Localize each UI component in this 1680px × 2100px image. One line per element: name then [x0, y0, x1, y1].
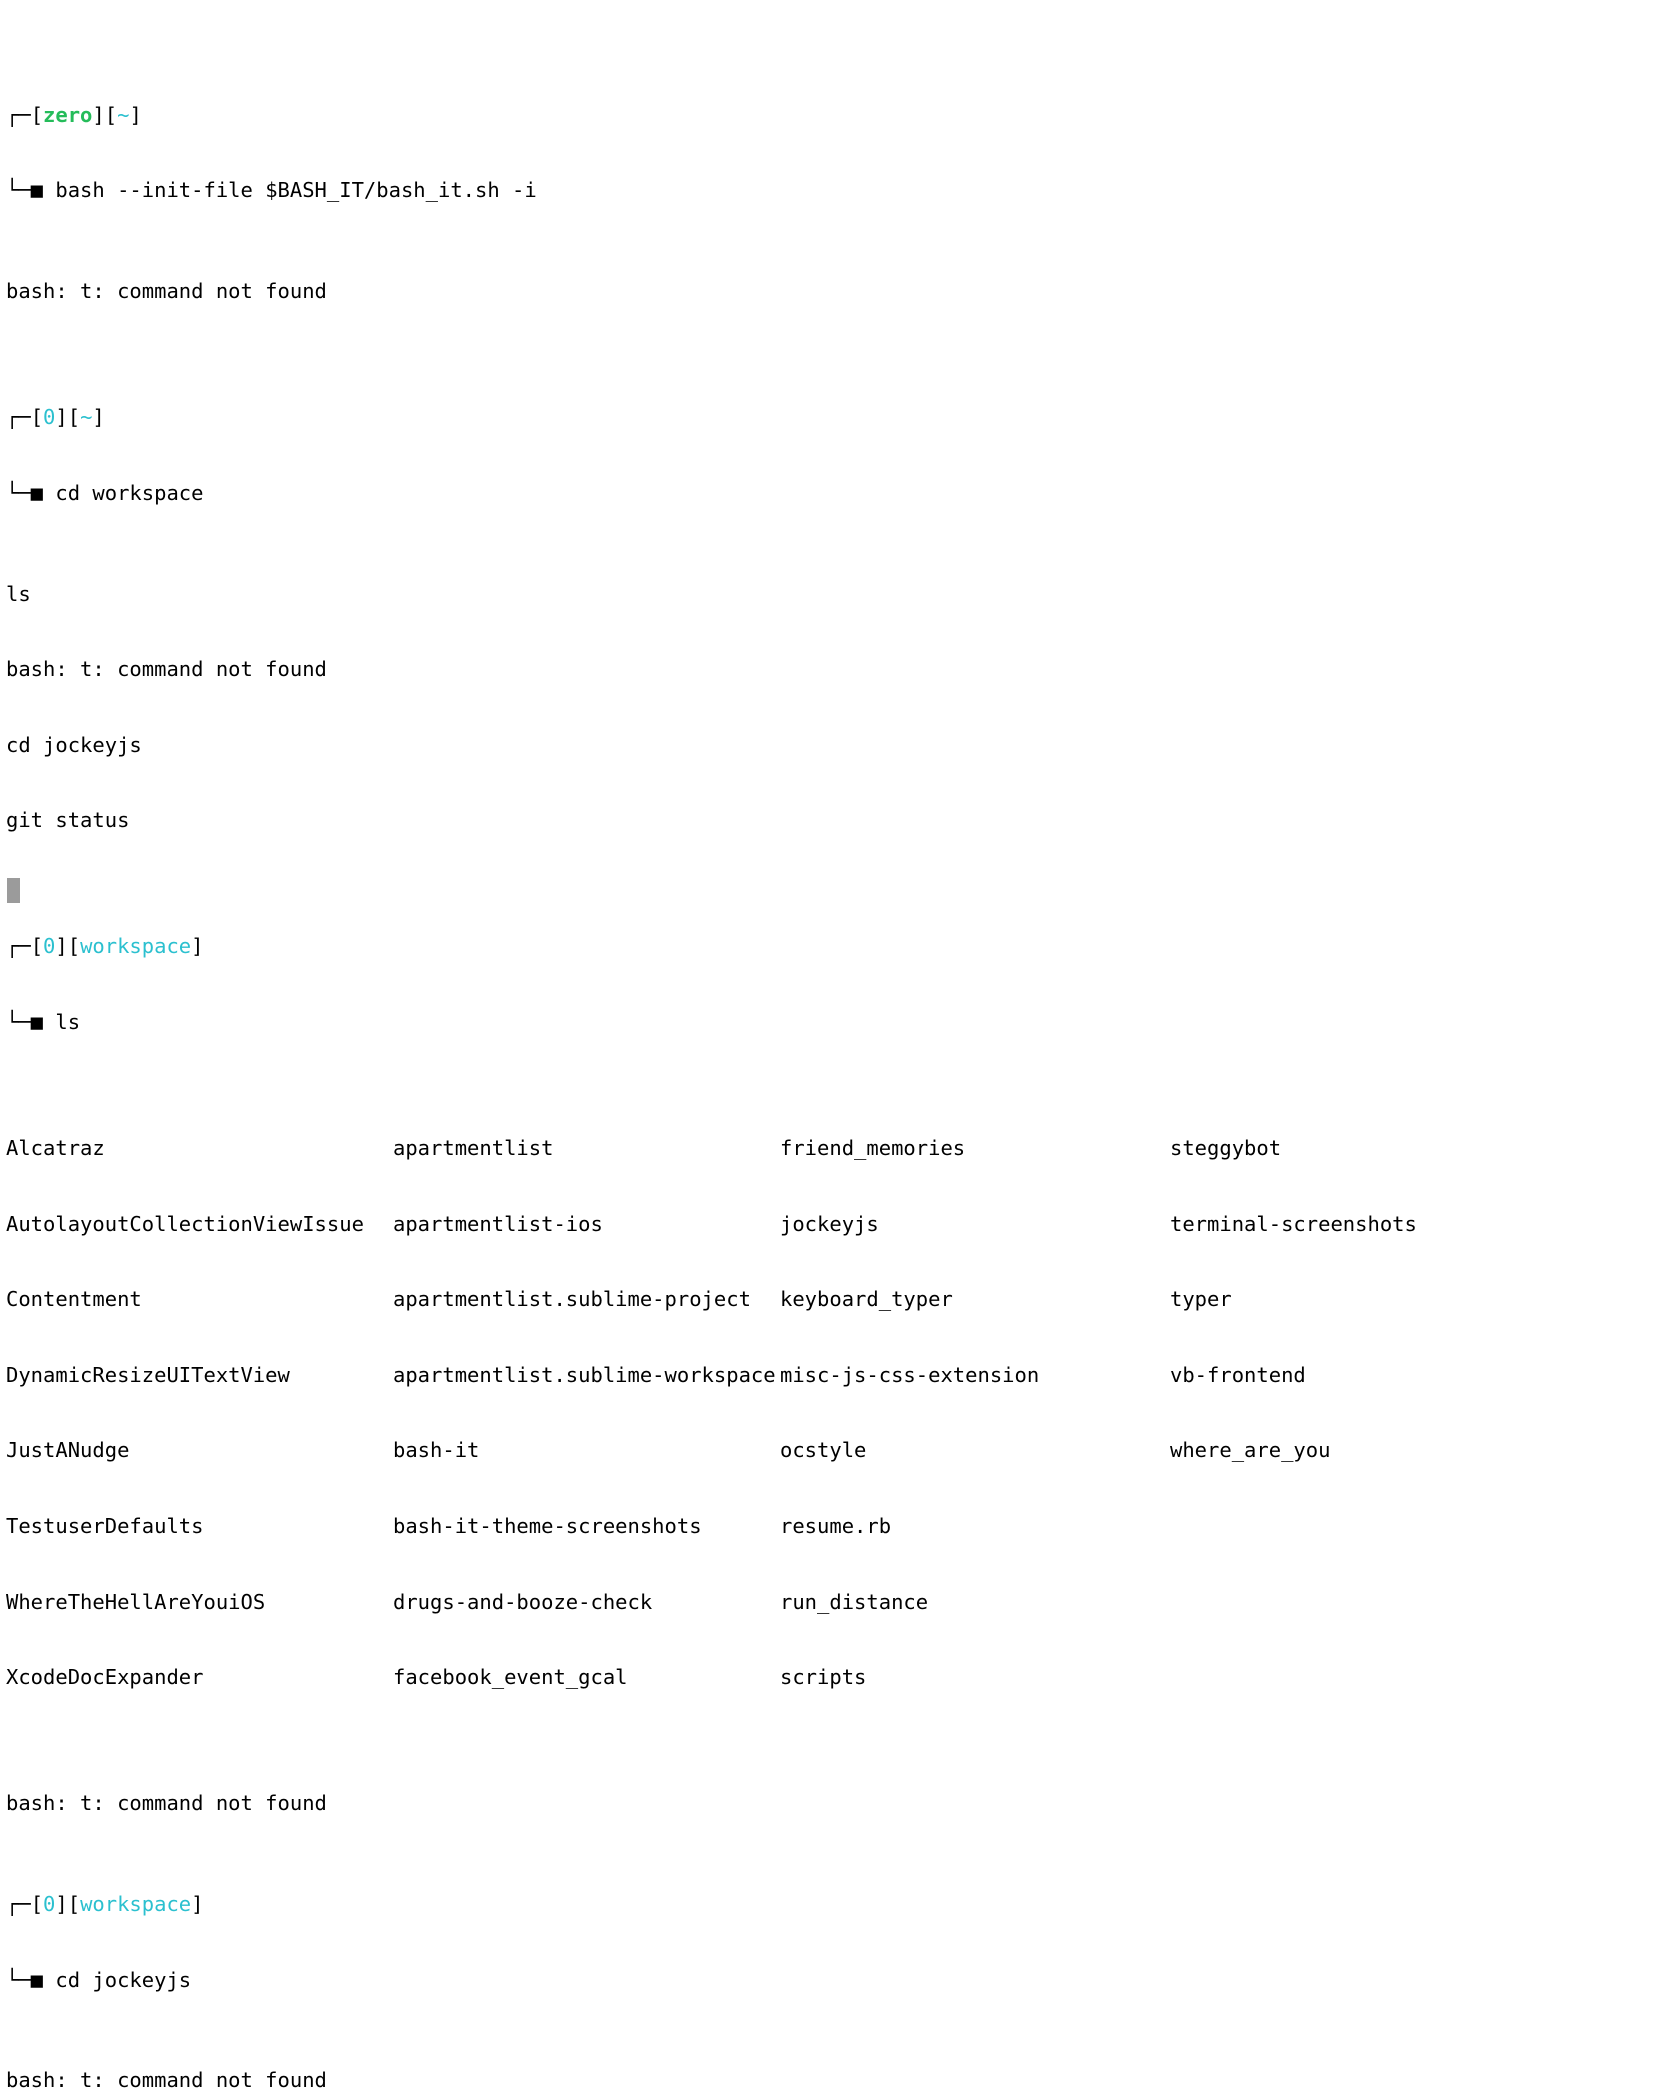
ls-entry[interactable]: keyboard_typer	[780, 1287, 953, 1312]
ls-entry[interactable]: Alcatraz	[6, 1135, 105, 1160]
prompt-corner-icon: ┌─	[6, 1891, 31, 1916]
ls-row: Alcatraz apartmentlist friend_memories steg…	[6, 1136, 1680, 1161]
output-line: ls	[6, 582, 1680, 607]
bracket: ]	[191, 1891, 204, 1916]
ls-entry[interactable]: apartmentlist	[393, 1135, 554, 1160]
output-line: bash: t: command not found	[6, 1791, 1680, 1816]
output-text: bash: t: command not found	[6, 2068, 327, 2093]
prompt-line-command[interactable]: └─■ bash --init-file $BASH_IT/bash_it.sh…	[6, 178, 1680, 203]
ls-row: JustANudge bash-it ocstyle where_are_you	[6, 1438, 1680, 1463]
ls-entry[interactable]: run_distance	[780, 1589, 929, 1614]
bracket: [	[67, 405, 81, 430]
ls-row: AutolayoutCollectionViewIssue apartmentli…	[6, 1212, 1680, 1237]
prompt-status: 0	[43, 1891, 56, 1916]
prompt-status: 0	[43, 934, 56, 959]
prompt-elbow-icon: └─■	[6, 1967, 56, 1992]
prompt-corner-icon: ┌─	[6, 934, 31, 959]
output-line: bash: t: command not found	[6, 2068, 1680, 2093]
bracket: ]	[55, 934, 68, 959]
bracket: [	[30, 934, 44, 959]
prompt-status: zero	[43, 102, 93, 127]
output-line: cd jockeyjs	[6, 733, 1680, 758]
prompt-elbow-icon: └─■	[6, 178, 56, 203]
ls-entry[interactable]: apartmentlist.sublime-project	[393, 1287, 751, 1312]
prompt-corner-icon: ┌─	[6, 405, 31, 430]
ls-entry[interactable]: resume.rb	[780, 1513, 892, 1538]
prompt-elbow-icon: └─■	[6, 1009, 56, 1034]
ls-entry[interactable]: facebook_event_gcal	[393, 1665, 628, 1690]
prompt-path: workspace	[80, 1891, 192, 1916]
ls-entry[interactable]: bash-it	[393, 1438, 480, 1463]
prompt-corner-icon: ┌─	[6, 102, 31, 127]
bracket: [	[67, 934, 81, 959]
output-text: bash: t: command not found	[6, 279, 327, 304]
prompt-path: workspace	[80, 934, 192, 959]
output-line: bash: t: command not found	[6, 657, 1680, 682]
output-text: bash: t: command not found	[6, 1791, 327, 1816]
ls-entry[interactable]: WhereTheHellAreYouiOS	[6, 1589, 266, 1614]
command-text: cd jockeyjs	[55, 1967, 192, 1992]
ls-entry[interactable]: apartmentlist.sublime-workspace	[393, 1362, 776, 1387]
bracket: [	[67, 1891, 81, 1916]
prompt-path: ~	[80, 405, 93, 430]
prompt-elbow-icon: └─■	[6, 480, 56, 505]
output-text: git status	[6, 808, 130, 833]
command-text: cd workspace	[55, 480, 204, 505]
bracket: ]	[129, 102, 142, 127]
prompt-line-command[interactable]: └─■ ls	[6, 1010, 1680, 1035]
ls-row: TestuserDefaults bash-it-theme-screenshot…	[6, 1514, 1680, 1539]
ls-entry[interactable]: terminal-screenshots	[1170, 1211, 1417, 1236]
ls-row: XcodeDocExpander facebook_event_gcal scrip…	[6, 1665, 1680, 1690]
ls-entry[interactable]: ocstyle	[780, 1438, 867, 1463]
ls-entry[interactable]: DynamicResizeUITextView	[6, 1362, 290, 1387]
ls-entry[interactable]: AutolayoutCollectionViewIssue	[6, 1211, 364, 1236]
ls-entry[interactable]: steggybot	[1170, 1135, 1282, 1160]
ls-entry[interactable]: Contentment	[6, 1287, 142, 1312]
ls-entry[interactable]: drugs-and-booze-check	[393, 1589, 653, 1614]
ls-entry[interactable]: apartmentlist-ios	[393, 1211, 603, 1236]
bracket: [	[30, 1891, 44, 1916]
ls-entry[interactable]: scripts	[780, 1665, 867, 1690]
text-cursor	[7, 878, 20, 903]
ls-entry[interactable]: typer	[1170, 1287, 1232, 1312]
ls-entry[interactable]: bash-it-theme-screenshots	[393, 1513, 702, 1538]
bracket: [	[30, 102, 44, 127]
ls-row: Contentment apartmentlist.sublime-project…	[6, 1287, 1680, 1312]
ls-row: WhereTheHellAreYouiOS drugs-and-booze-che…	[6, 1590, 1680, 1615]
output-line: bash: t: command not found	[6, 279, 1680, 304]
bracket: ]	[92, 405, 105, 430]
output-text: bash: t: command not found	[6, 657, 327, 682]
ls-entry[interactable]: vb-frontend	[1170, 1362, 1306, 1387]
ls-entry[interactable]: TestuserDefaults	[6, 1513, 204, 1538]
bracket: ]	[92, 102, 105, 127]
ls-entry[interactable]: misc-js-css-extension	[780, 1362, 1040, 1387]
prompt-path: ~	[117, 102, 130, 127]
prompt-line-command[interactable]: └─■ cd jockeyjs	[6, 1968, 1680, 1993]
prompt-line-top: ┌─[0][workspace]	[6, 934, 1680, 959]
prompt-line-command[interactable]: └─■ cd workspace	[6, 481, 1680, 506]
ls-entry[interactable]: jockeyjs	[780, 1211, 879, 1236]
prompt-line-top: ┌─[0][workspace]	[6, 1892, 1680, 1917]
prompt-line-top: ┌─[zero][~]	[6, 103, 1680, 128]
command-text: bash --init-file $BASH_IT/bash_it.sh -i	[55, 178, 537, 203]
ls-entry[interactable]: where_are_you	[1170, 1438, 1331, 1463]
prompt-status: 0	[43, 405, 56, 430]
bracket: ]	[55, 405, 68, 430]
bracket: [	[30, 405, 44, 430]
ls-entry[interactable]: JustANudge	[6, 1438, 130, 1463]
prompt-line-top: ┌─[0][~]	[6, 405, 1680, 430]
command-text: ls	[55, 1009, 81, 1034]
ls-entry[interactable]: friend_memories	[780, 1135, 966, 1160]
bracket: [	[104, 102, 118, 127]
ls-entry[interactable]: XcodeDocExpander	[6, 1665, 204, 1690]
bracket: ]	[55, 1891, 68, 1916]
output-text: ls	[6, 581, 31, 606]
output-text: cd jockeyjs	[6, 732, 142, 757]
output-line: git status	[6, 808, 1680, 833]
ls-row: DynamicResizeUITextView apartmentlist.sub…	[6, 1363, 1680, 1388]
bracket: ]	[191, 934, 204, 959]
